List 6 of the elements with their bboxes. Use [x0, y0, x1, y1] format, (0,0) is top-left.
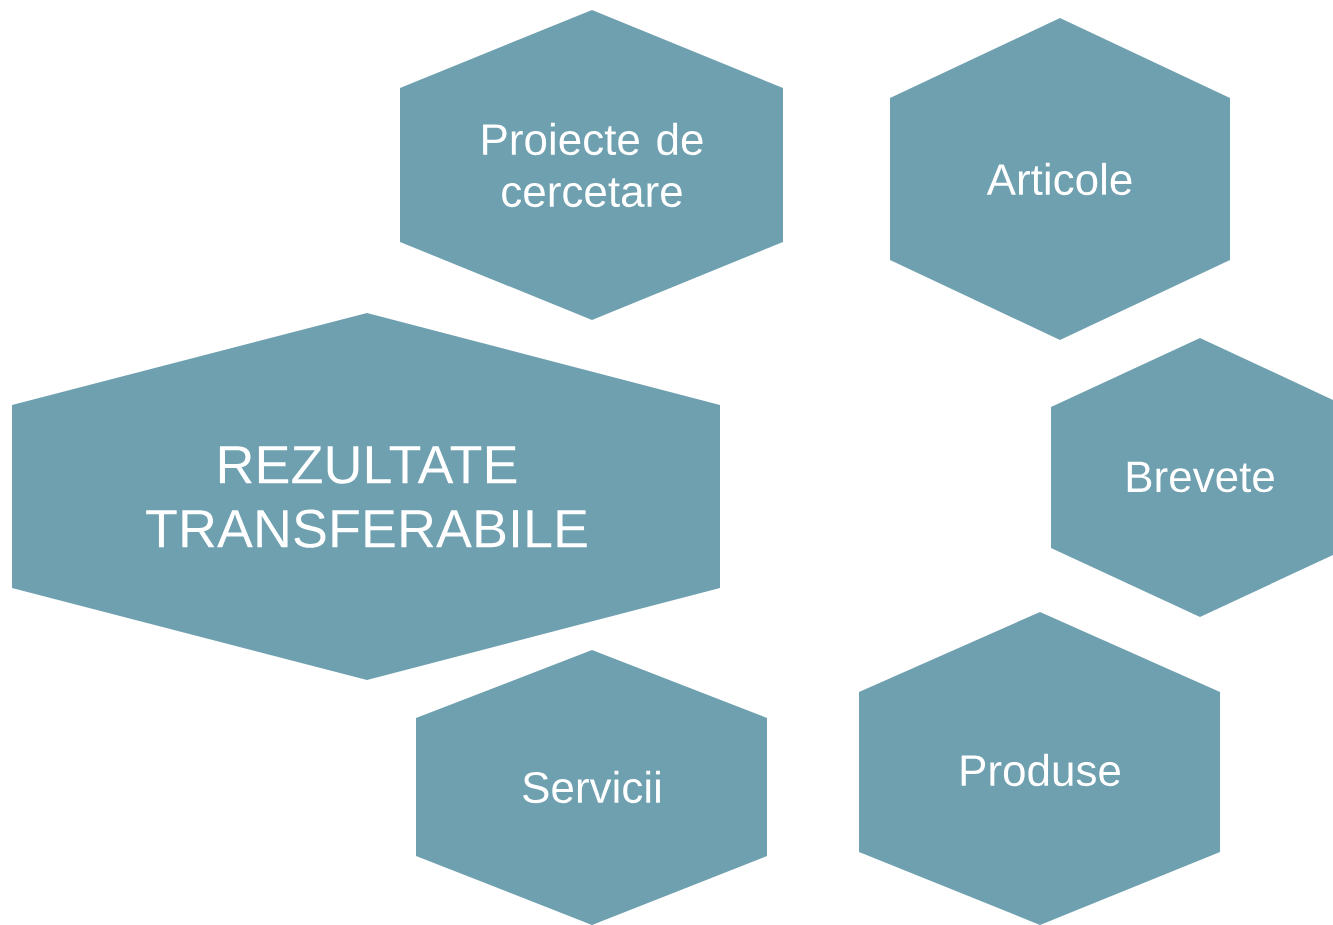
hexagon: Articole [890, 18, 1230, 340]
hexagon: Servicii [416, 650, 767, 925]
hexagon: Proiecte de cercetare [400, 10, 783, 320]
hexagon: Produse [859, 612, 1220, 925]
hexagon: REZULTATE TRANSFERABILE [12, 313, 720, 680]
hexagon: Brevete [1051, 338, 1333, 617]
